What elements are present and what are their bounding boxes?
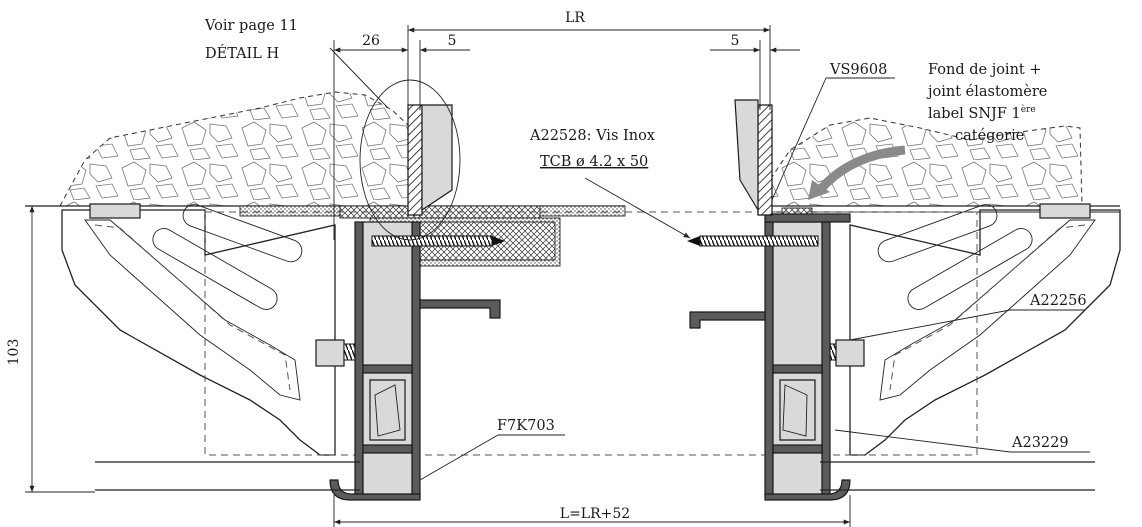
clip-label: A23229 [1011, 435, 1069, 451]
leader-lines [329, 47, 1090, 481]
joint-line-2: joint élastomère [926, 84, 1047, 100]
screw-left [371, 235, 505, 247]
dim-total: L=LR+52 [560, 506, 630, 522]
joint-line-3: label SNJF 1ère [928, 104, 1036, 122]
bracket-left [61, 204, 336, 456]
dashed-envelope [204, 211, 978, 456]
joint-sup: ère [1021, 104, 1036, 115]
stone-right [769, 117, 1083, 207]
profile-vs-label: VS9608 [829, 62, 887, 78]
detail-label: DÉTAIL H [205, 44, 279, 62]
dim-103: 103 [6, 339, 22, 366]
dimension-lines [25, 25, 851, 527]
bracket-right [849, 204, 1121, 456]
screw-spec-label: TCB ø 4.2 x 50 [540, 154, 648, 170]
stone-left [59, 91, 409, 207]
bracket-label: A22256 [1029, 293, 1087, 309]
dim-lr: LR [565, 10, 585, 26]
joint-line-4: catégorie [955, 128, 1024, 144]
frame-label: F7K703 [497, 418, 555, 434]
screw-right [687, 235, 819, 247]
profile-right [689, 213, 851, 501]
dim-26: 26 [362, 33, 380, 49]
ground-lines [95, 461, 1095, 491]
profile-left [329, 221, 501, 501]
screw-ref-label: A22528: Vis Inox [529, 128, 655, 144]
dim-5-right: 5 [731, 33, 740, 49]
joint-covers [407, 99, 773, 216]
bolt-heads [89, 203, 1091, 367]
ref-page-label: Voir page 11 [204, 18, 298, 34]
dim-5-left: 5 [448, 33, 457, 49]
joint-line-1: Fond de joint + [928, 62, 1042, 78]
detail-h-circle [359, 79, 461, 241]
